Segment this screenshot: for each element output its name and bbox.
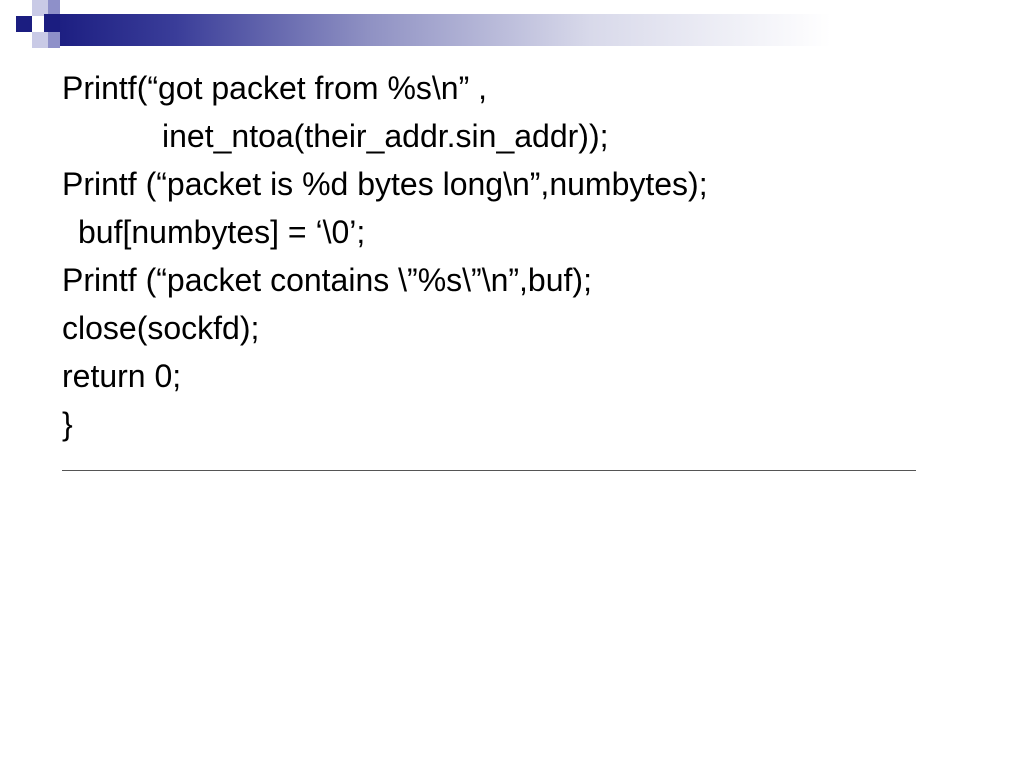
decor-square-dark — [44, 14, 60, 32]
code-line: return 0; — [62, 358, 182, 394]
decor-square-light — [32, 0, 48, 16]
code-line: } — [62, 406, 73, 442]
code-line: close(sockfd); — [62, 310, 260, 346]
code-line: Printf (“packet is %d bytes long\n”,numb… — [62, 166, 708, 202]
code-line: buf[numbytes] = ‘\0’; — [78, 214, 366, 250]
decor-square-light — [32, 32, 48, 48]
code-block: Printf(“got packet from %s\n” , inet_nto… — [62, 64, 962, 448]
decor-square-dark — [16, 16, 32, 32]
divider — [62, 470, 916, 471]
code-line: inet_ntoa(their_addr.sin_addr)); — [162, 118, 609, 154]
decor-square-mid — [48, 32, 60, 48]
header-gradient-bar — [60, 14, 1024, 46]
header-decoration — [0, 0, 1024, 48]
decor-square-mid — [48, 0, 60, 16]
code-line: Printf (“packet contains \”%s\”\n”,buf); — [62, 262, 592, 298]
code-line: Printf(“got packet from %s\n” , — [62, 70, 488, 106]
